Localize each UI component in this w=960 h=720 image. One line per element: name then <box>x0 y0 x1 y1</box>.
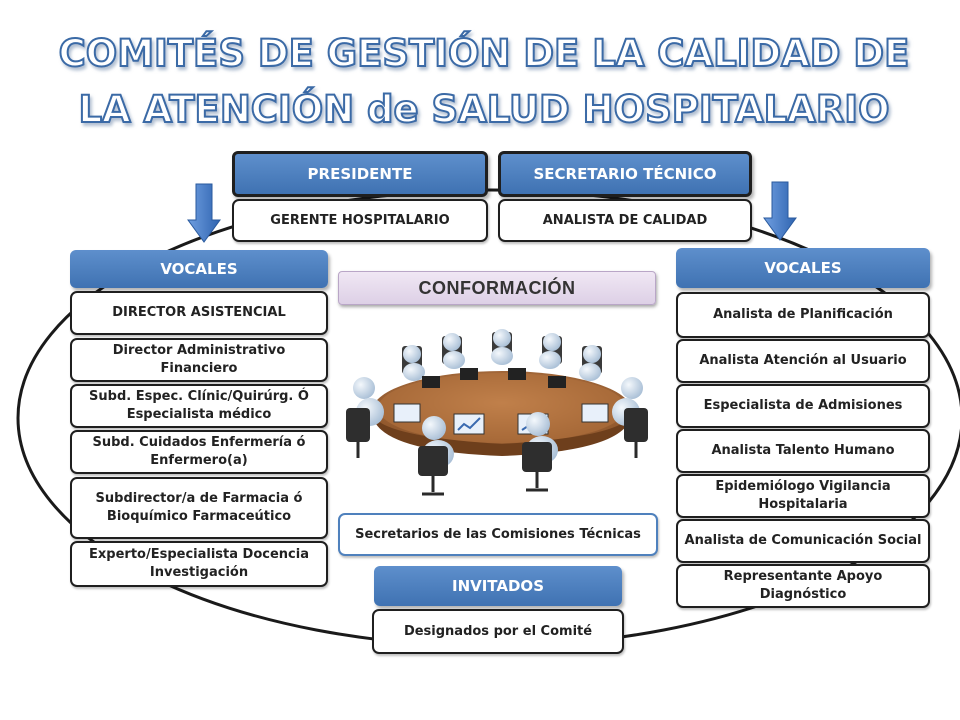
left-vocal-4: Subd. Cuidados Enfermería ó Enfermero(a) <box>70 430 328 474</box>
left-vocal-1: DIRECTOR ASISTENCIAL <box>70 291 328 335</box>
title-graphic: COMITÉS DE GESTIÓN DE LA CALIDAD DE LA A… <box>58 30 911 132</box>
left-vocal-2: Director Administrativo Financiero <box>70 338 328 382</box>
left-vocal-5: Subdirector/a de Farmacia ó Bioquímico F… <box>70 477 328 539</box>
left-vocal-3: Subd. Espec. Clínic/Quirúrg. Ó Especiali… <box>70 384 328 428</box>
arrow-down-icon <box>763 181 797 241</box>
invitados-value: Designados por el Comité <box>372 609 624 654</box>
invitados-header: INVITADOS <box>374 566 622 606</box>
right-vocal-5: Epidemiólogo Vigilancia Hospitalaria <box>676 474 930 518</box>
right-vocal-7: Representante Apoyo Diagnóstico <box>676 564 930 608</box>
conformacion-label: CONFORMACIÓN <box>338 271 656 305</box>
meeting-table-illustration <box>346 329 648 496</box>
right-vocal-6: Analista de Comunicación Social <box>676 519 930 563</box>
secretario-header: SECRETARIO TÉCNICO <box>498 151 752 197</box>
right-vocal-2: Analista Atención al Usuario <box>676 339 930 383</box>
presidente-value: GERENTE HOSPITALARIO <box>232 199 488 242</box>
secretarios-comisiones: Secretarios de las Comisiones Técnicas <box>338 513 658 556</box>
presidente-header: PRESIDENTE <box>232 151 488 197</box>
left-vocales-header: VOCALES <box>70 250 328 288</box>
secretario-value: ANALISTA DE CALIDAD <box>498 199 752 242</box>
arrow-down-icon <box>187 183 221 243</box>
right-vocal-4: Analista Talento Humano <box>676 429 930 473</box>
left-vocal-6: Experto/Especialista Docencia Investigac… <box>70 541 328 587</box>
right-vocales-header: VOCALES <box>676 248 930 288</box>
title-line-1: COMITÉS DE GESTIÓN DE LA CALIDAD DE <box>59 31 910 75</box>
right-vocal-3: Especialista de Admisiones <box>676 384 930 428</box>
right-vocal-1: Analista de Planificación <box>676 292 930 338</box>
title-line-2: LA ATENCIÓN de SALUD HOSPITALARIO <box>78 87 889 131</box>
